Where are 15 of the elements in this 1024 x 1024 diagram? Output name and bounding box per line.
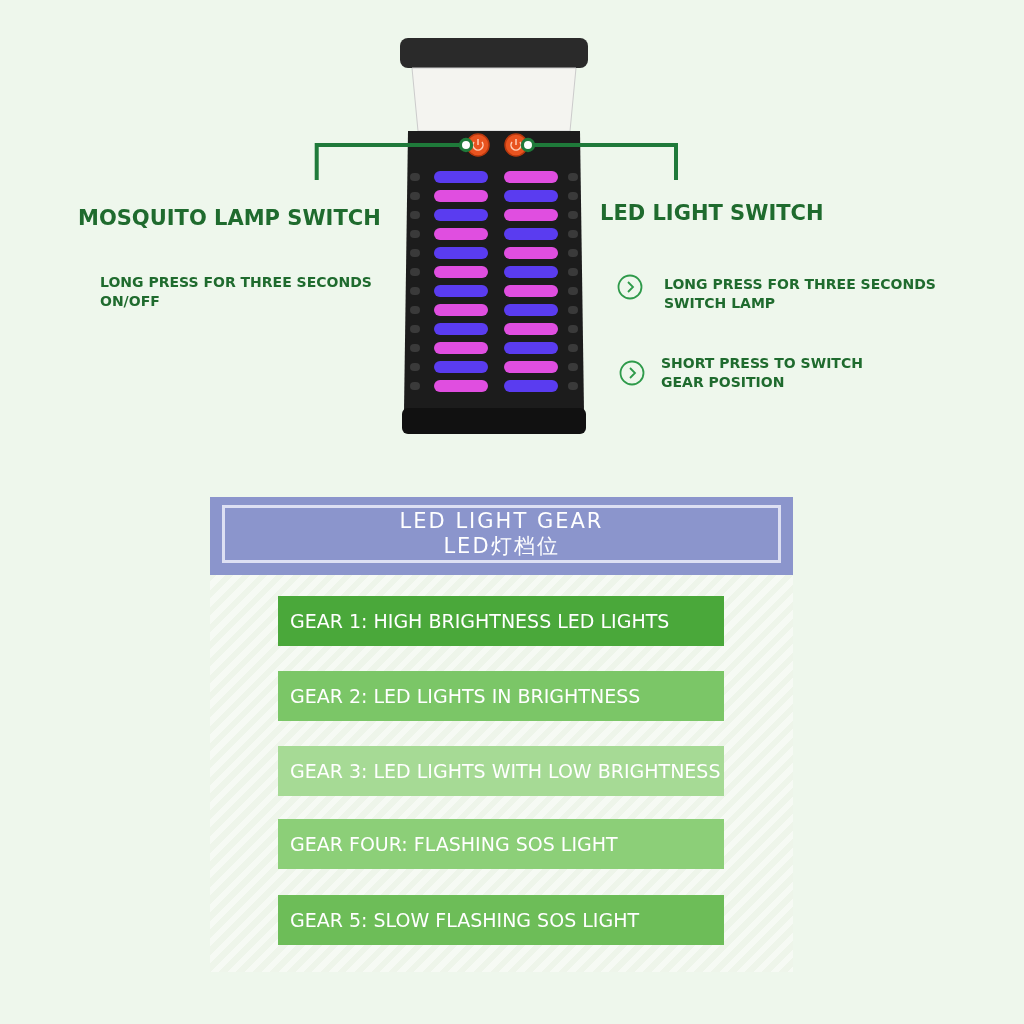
heading: LED灯档位 bbox=[443, 534, 560, 559]
instruction-text: SHORT PRESS TO SWITCH GEAR POSITION bbox=[661, 354, 864, 392]
leader-line bbox=[314, 137, 474, 180]
instruction-text: LONG PRESS FOR THREE SECONDS ON/OFF bbox=[100, 273, 373, 311]
gear-bar: GEAR 5: SLOW FLASHING SOS LIGHT bbox=[278, 895, 724, 945]
gear-bar: GEAR 3: LED LIGHTS WITH LOW BRIGHTNESS bbox=[278, 746, 724, 796]
leader-line bbox=[520, 137, 678, 180]
gear-bar: GEAR 1: HIGH BRIGHTNESS LED LIGHTS bbox=[278, 596, 724, 646]
gear-bar: GEAR 2: LED LIGHTS IN BRIGHTNESS bbox=[278, 671, 724, 721]
gear-panel bbox=[210, 497, 793, 972]
switch-title: LED LIGHT SWITCH bbox=[600, 180, 850, 225]
instruction-text: LONG PRESS FOR THREE SECONDS SWITCH LAMP bbox=[664, 275, 937, 313]
gear-bar: GEAR FOUR: FLASHING SOS LIGHT bbox=[278, 819, 724, 869]
heading: LED LIGHT GEAR bbox=[399, 509, 604, 534]
switch-title: MOSQUITO LAMP SWITCH bbox=[78, 180, 388, 230]
